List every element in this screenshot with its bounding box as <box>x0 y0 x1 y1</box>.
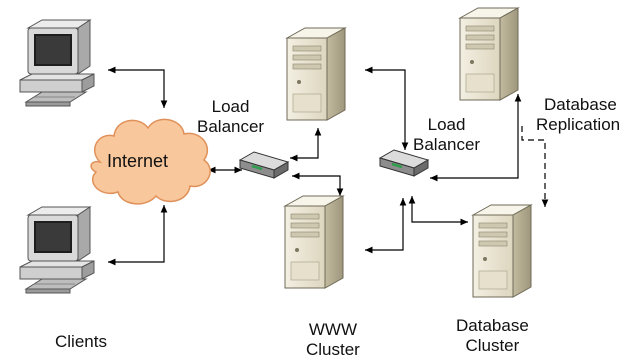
www-server-bottom-icon <box>284 195 344 289</box>
link-www-top-balancer <box>365 66 409 150</box>
internet-cloud-icon <box>90 118 211 205</box>
link-balancer-db-bottom <box>408 196 468 226</box>
www-server-top-icon <box>286 27 346 121</box>
www-cluster-label: WWW Cluster <box>306 320 360 359</box>
link-balancer-www-top <box>290 128 322 162</box>
link-client-top-internet <box>108 66 168 108</box>
link-balancer-db-top <box>430 94 522 182</box>
database-cluster-label: Database Cluster <box>456 316 529 355</box>
database-replication-label: Database Replication <box>536 95 621 134</box>
internet-label: Internet <box>107 151 169 171</box>
clients-label: Clients <box>55 332 107 351</box>
connections <box>108 66 549 266</box>
load-balancer-left-icon <box>238 150 290 180</box>
client-computer-bottom-icon <box>19 206 95 294</box>
client-computer-top-icon <box>19 19 95 107</box>
link-client-bottom-internet <box>108 205 168 266</box>
load-balancer-left-label: Load Balancer <box>197 97 265 136</box>
link-www-bottom-balancer <box>365 198 407 254</box>
load-balancer-right-label: Load Balancer <box>413 115 481 154</box>
link-db-replication <box>521 126 549 207</box>
link-balancer-www-bottom <box>292 172 344 196</box>
db-server-top-icon <box>459 7 519 101</box>
db-server-bottom-icon <box>472 204 532 298</box>
